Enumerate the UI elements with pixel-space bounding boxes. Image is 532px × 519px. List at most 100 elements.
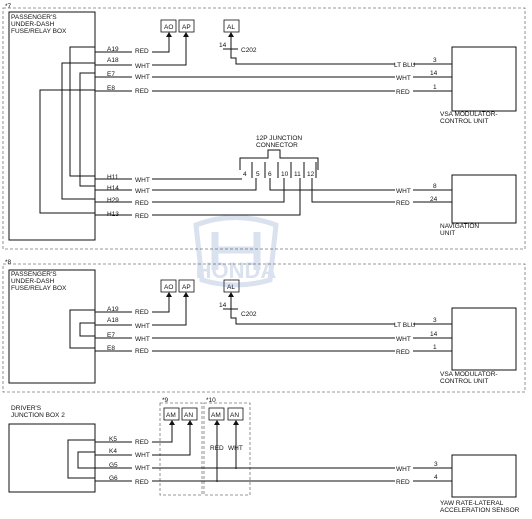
wire-color: RED — [396, 349, 410, 356]
junction-connector — [239, 149, 319, 170]
connector-label: AM — [166, 412, 176, 419]
arrow-icon — [233, 420, 239, 425]
pin-label: A18 — [107, 317, 119, 324]
internal-loop — [77, 451, 95, 469]
connector-label: AL — [227, 24, 235, 31]
internal-loop — [67, 439, 95, 479]
wire — [95, 297, 187, 326]
navigation-unit — [451, 174, 517, 224]
connector-label: AP — [182, 284, 191, 291]
pin-number: 3 — [433, 57, 437, 64]
wire — [95, 178, 285, 203]
connector-ao: AO — [160, 19, 177, 37]
pin-number: 1 — [433, 344, 437, 351]
wire — [95, 425, 191, 456]
watermark-text: HONDA — [196, 258, 277, 283]
row-e7: E7 WHT — [95, 71, 452, 81]
section-10-tag: *10 — [206, 397, 216, 404]
wire — [230, 297, 395, 325]
internal-loop — [69, 309, 95, 349]
wire — [311, 178, 452, 203]
connector-10-an: AN WHT — [227, 407, 244, 469]
section-8-border — [2, 263, 526, 393]
wire-color: RED — [135, 439, 149, 446]
internal-loop — [61, 62, 95, 200]
pin-label: A19 — [107, 46, 119, 53]
row-k4: K4 WHT — [95, 425, 191, 459]
pin-label: K4 — [109, 448, 117, 455]
row-e7: E7 WHT — [95, 332, 452, 343]
pin-number: 3 — [434, 461, 438, 468]
wire — [230, 37, 395, 65]
yaw-rate-sensor — [451, 454, 517, 498]
wire-color: WHT — [135, 177, 150, 184]
pin-number: 3 — [433, 317, 437, 324]
wire-color: RED — [135, 48, 149, 55]
arrow-icon — [187, 420, 193, 425]
wire-color: RED — [396, 89, 410, 96]
connector-label: AO — [164, 24, 173, 31]
row-e8: E8 RED — [95, 345, 452, 355]
connector-label: AP — [182, 24, 191, 31]
connector-label: AN — [230, 412, 239, 419]
arrow-icon — [214, 420, 220, 425]
pin-label: H11 — [107, 174, 119, 181]
arrow-icon — [228, 32, 234, 37]
wire — [95, 178, 257, 191]
internal-loop — [79, 72, 95, 187]
fuse-relay-box — [8, 11, 96, 241]
connector-label: AO — [164, 284, 173, 291]
pin-number: 14 — [430, 331, 438, 338]
connector-al: AL 14 C202 — [219, 19, 395, 65]
pin-label: G5 — [109, 462, 118, 469]
pin-label: E8 — [107, 345, 115, 352]
row-a19: A19 RED — [95, 297, 170, 316]
pin-number: 4 — [434, 474, 438, 481]
fuse-relay-box — [8, 269, 96, 384]
internal-loop — [69, 46, 95, 177]
vsa-modulator-unit — [451, 46, 517, 112]
wire-color: LT BLU — [394, 62, 416, 69]
wire-color: WHT — [396, 75, 411, 82]
section-10-border — [203, 402, 251, 496]
drivers-junction-box-2 — [8, 423, 96, 493]
row-a19: A19 RED — [95, 36, 170, 55]
pin-label: A19 — [107, 306, 119, 313]
wire — [95, 178, 301, 216]
pin-number: 12 — [307, 171, 315, 178]
c202-pin: 14 — [219, 42, 227, 49]
connector-ao: AO — [160, 279, 177, 297]
wire-color: WHT — [396, 188, 411, 195]
connector-ap: AP — [178, 279, 195, 297]
vsa-unit-label: VSA MODULATOR-CONTROL UNIT — [440, 371, 498, 385]
connector-al: AL 14 C202 — [219, 279, 395, 325]
pin-label: E8 — [107, 85, 115, 92]
row-e8: E8 RED — [95, 85, 452, 95]
pin-number: 8 — [433, 183, 437, 190]
row-g6: G6 RED — [95, 475, 452, 486]
internal-loop — [79, 322, 95, 337]
connector-10-am: AM RED — [208, 407, 225, 482]
wire-color: WHT — [135, 63, 150, 70]
pin-label: E7 — [107, 71, 115, 78]
wire-color: RED — [135, 200, 149, 207]
pin-label: E7 — [107, 332, 115, 339]
pin-number: 4 — [243, 171, 247, 178]
pin-number: 24 — [430, 196, 438, 203]
wire-color: RED — [135, 348, 149, 355]
wire — [95, 425, 173, 443]
arrow-icon — [183, 292, 189, 297]
vsa-modulator-unit — [451, 307, 517, 371]
wire-color: RED — [210, 445, 224, 452]
c202-pin: 14 — [219, 302, 227, 309]
wire-color: WHT — [396, 466, 411, 473]
wire-color: WHT — [135, 452, 150, 459]
row-h14: H14 WHT — [95, 178, 257, 195]
section-9-border — [159, 402, 203, 496]
wire — [95, 36, 170, 53]
